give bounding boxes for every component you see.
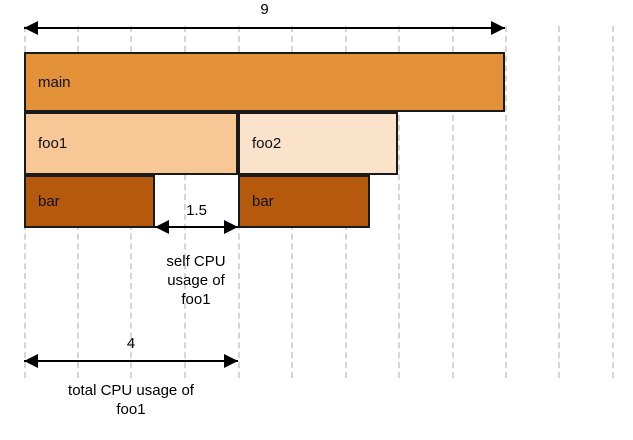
measure-arrow-total-main [24,21,505,35]
arrow-shaft [155,226,238,228]
frame-main[interactable]: main [24,52,505,112]
arrow-head-left-icon [24,354,38,368]
frame-label-bar-1: bar [38,193,60,210]
caption-self-cpu-foo1: self CPU usage of foo1 [126,252,266,309]
gridline [398,26,400,378]
arrow-head-right-icon [224,220,238,234]
arrow-shaft [24,360,238,362]
gridline [184,26,186,378]
caption-line-2: usage of [167,272,225,289]
measure-arrow-self-cpu-foo1 [155,220,238,234]
frame-label-main: main [38,73,71,91]
gridline [452,26,454,378]
gridline [505,26,507,378]
measure-label-9: 9 [260,1,269,18]
frame-label-bar-2: bar [252,193,274,210]
gridline [612,26,614,378]
arrow-head-left-icon [24,21,38,35]
arrow-head-right-icon [491,21,505,35]
arrow-head-right-icon [224,354,238,368]
arrow-shaft [24,27,505,29]
frame-foo2[interactable]: foo2 [238,112,398,175]
measure-arrow-total-cpu-foo1 [24,354,238,368]
caption-line-2: foo1 [116,401,146,418]
caption-total-cpu-foo1: total CPU usage of foo1 [41,381,221,419]
frame-label-foo2: foo2 [252,135,282,152]
gridline [558,26,560,378]
measure-label-1-5: 1.5 [186,202,207,219]
caption-line-1: self CPU [166,253,226,270]
caption-line-3: foo1 [181,291,211,308]
frame-foo1[interactable]: foo1 [24,112,238,175]
measure-label-4: 4 [126,335,136,352]
arrow-head-left-icon [155,220,169,234]
frame-label-foo1: foo1 [38,135,68,152]
frame-bar-1[interactable]: bar [24,175,155,228]
caption-line-1: total CPU usage of [68,382,194,399]
frame-bar-2[interactable]: bar [238,175,370,228]
